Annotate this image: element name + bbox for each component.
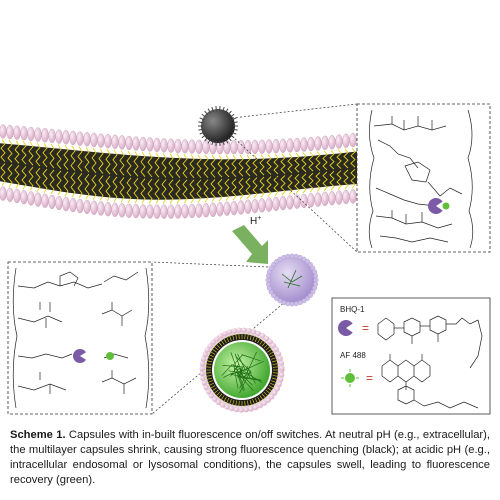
shrunken-structure-panel [356, 103, 491, 253]
lipid-bilayer [0, 124, 360, 219]
legend-panel: BHQ-1 = AF 488 = [331, 297, 491, 415]
fluorophore-equals: = [366, 371, 373, 385]
proton-arrow: H+ [232, 215, 268, 264]
bhq1-structure [377, 315, 483, 369]
zoom-lines [151, 103, 358, 415]
quenched-capsule [198, 106, 238, 146]
swollen-structure-panel [7, 261, 153, 415]
capsule-cross-section [199, 327, 285, 413]
caption-label: Scheme 1. [10, 429, 66, 441]
caption-text: Capsules with in-built fluorescence on/o… [10, 429, 490, 486]
fluorophore-icon [106, 352, 114, 360]
fluorophore-icon [442, 202, 450, 210]
swollen-capsule [265, 253, 319, 307]
figure-caption: Scheme 1. Capsules with in-built fluores… [10, 428, 490, 488]
scheme-figure: H+ BHQ-1 = [0, 103, 491, 415]
quencher-label: BHQ-1 [340, 305, 365, 314]
af488-structure [381, 354, 479, 409]
proton-label: H+ [250, 215, 261, 227]
fluorophore-label: AF 488 [340, 351, 366, 360]
quencher-equals: = [362, 321, 369, 335]
fluorophore-icon [345, 373, 355, 383]
